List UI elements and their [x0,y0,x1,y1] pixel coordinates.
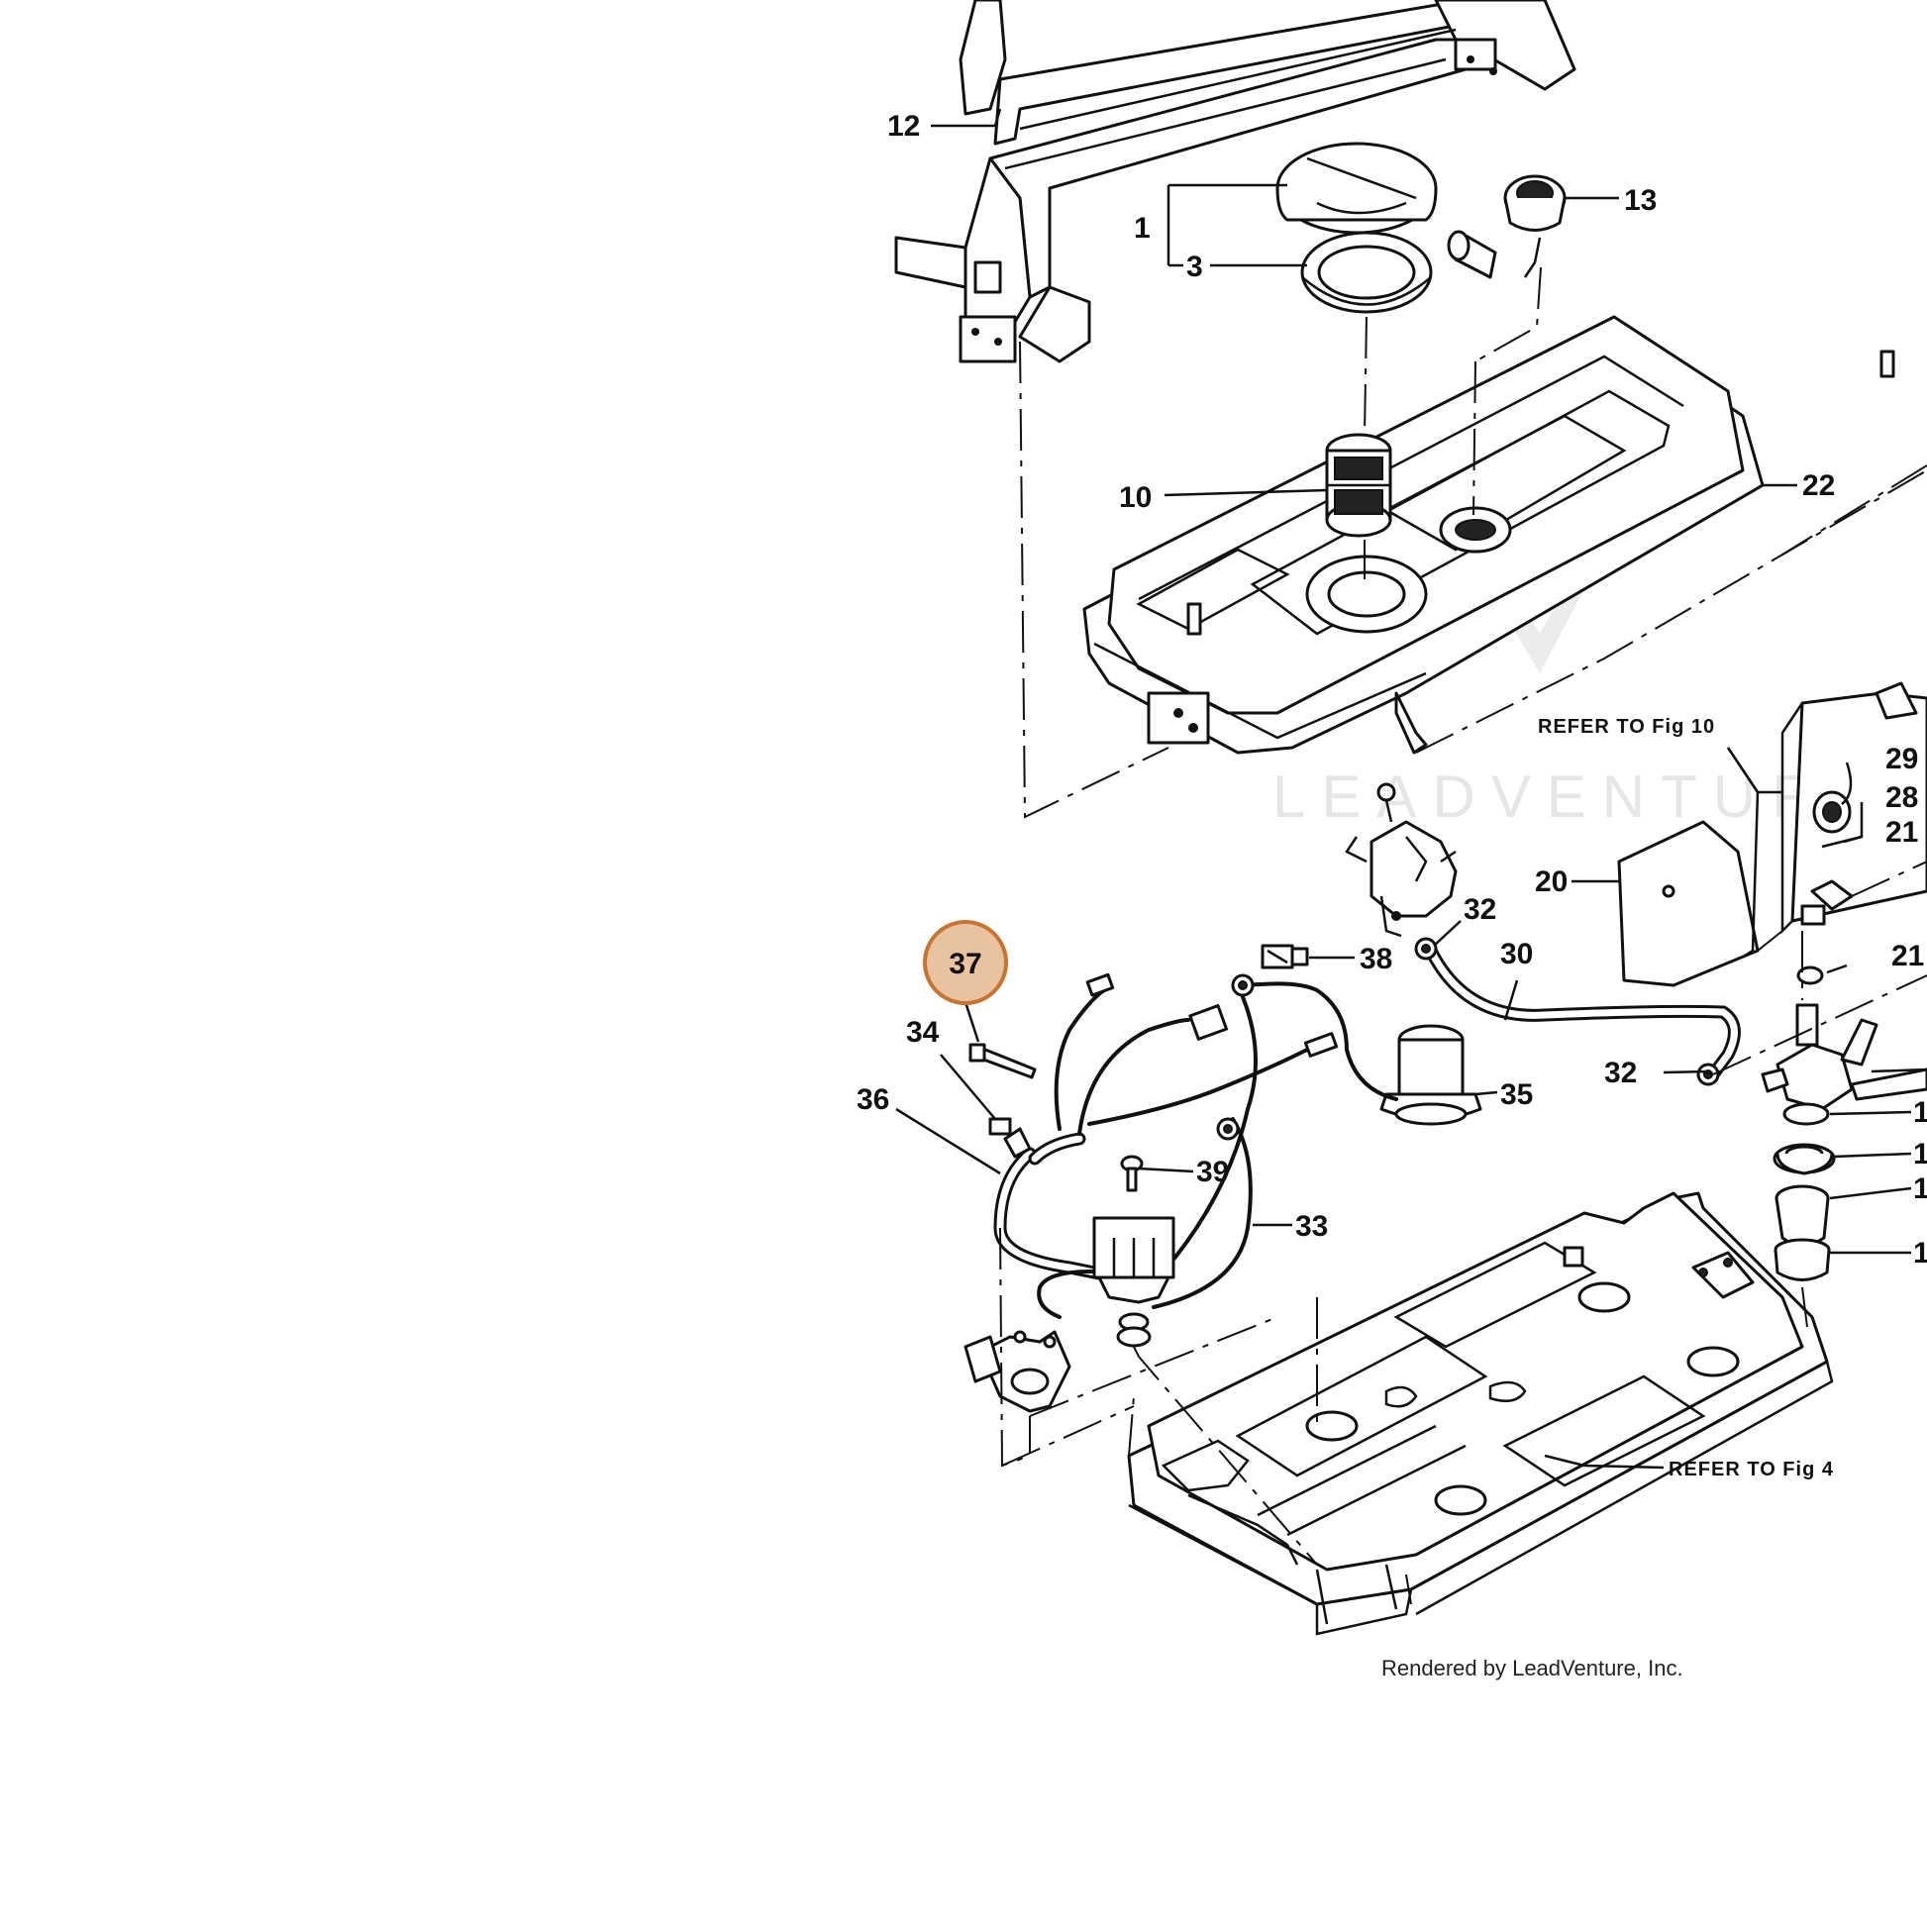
callout-1b[interactable]: 1 [1913,1138,1927,1170]
bolt-part-39[interactable] [1120,1155,1144,1192]
callout-39[interactable]: 39 [1196,1156,1229,1188]
callout-21-upper[interactable]: 21 [1885,816,1918,849]
gasket-plate-part-20[interactable] [1617,820,1760,987]
callout-30[interactable]: 30 [1500,938,1533,970]
callout-12[interactable]: 12 [887,110,920,143]
mount-bracket-part[interactable] [964,1330,1071,1413]
assembly-lines [999,266,1927,1605]
callout-22[interactable]: 22 [1802,469,1835,502]
fuel-valve-part[interactable] [1761,966,1927,1111]
callout-1[interactable]: 1 [1134,212,1151,245]
clip-part-34[interactable] [988,1117,1012,1136]
callout-21-lower[interactable]: 21 [1891,940,1924,972]
callout-37[interactable]: 37 [949,948,981,980]
solenoid-part-35[interactable] [1379,1024,1482,1126]
frame-part-12[interactable] [894,0,1576,363]
nut-washer-part[interactable] [1116,1312,1152,1348]
callout-1a[interactable]: 1 [1913,1096,1927,1129]
callout-32-upper[interactable]: 32 [1464,893,1496,926]
watermark-text: LEADVENTURE [1272,763,1885,830]
callout-29[interactable]: 29 [1885,743,1918,775]
relay-box-part[interactable] [1092,1216,1175,1304]
callout-32-lower[interactable]: 32 [1604,1057,1637,1089]
wiring-harness-part-36[interactable] [993,972,1398,1319]
callout-33[interactable]: 33 [1295,1210,1328,1243]
callout-35[interactable]: 35 [1500,1078,1533,1111]
highlight-circle[interactable] [923,920,1008,1005]
base-pan-part[interactable] [1127,1191,1834,1636]
callout-34[interactable]: 34 [906,1016,940,1049]
refer-fig-4[interactable]: REFER TO Fig 4 [1669,1459,1834,1480]
callout-37-highlight[interactable]: 37 [923,920,1008,1005]
bolt-part-38[interactable] [1261,944,1309,969]
callout-38[interactable]: 38 [1360,943,1392,975]
fuel-cap-part-1[interactable] [1275,142,1438,235]
fuel-tank-part-22[interactable] [1082,315,1895,755]
carburetor-part[interactable] [1345,782,1458,938]
fuel-gauge-part-13[interactable] [1447,174,1567,279]
sediment-bowl-stack[interactable] [1773,1102,1836,1281]
callout-28[interactable]: 28 [1885,781,1918,814]
reference-notes: REFER TO Fig 10 REFER TO Fig 4 [1538,716,1834,1480]
callout-13[interactable]: 13 [1624,184,1657,217]
callout-labels: 12 1 3 13 10 22 29 28 21 20 32 30 21 38 … [857,110,1927,1270]
render-credit: Rendered by LeadVenture, Inc. [1381,1656,1683,1680]
hose-clamp-part-32-upper[interactable] [1414,937,1438,961]
callout-20[interactable]: 20 [1535,865,1568,898]
gasket-part-3[interactable] [1300,231,1433,314]
fuel-pump-bracket-part[interactable] [1780,681,1927,935]
callout-3[interactable]: 3 [1186,251,1203,283]
callout-1c[interactable]: 1 [1913,1172,1927,1205]
filter-screen-part-10[interactable] [1325,433,1392,538]
callout-1d[interactable]: 1 [1913,1237,1927,1270]
leader-lines [895,108,1927,1470]
callout-10[interactable]: 10 [1119,481,1152,514]
fuel-hose-part-30[interactable] [1424,944,1741,1081]
callout-36[interactable]: 36 [857,1083,889,1116]
refer-fig-10[interactable]: REFER TO Fig 10 [1538,716,1715,738]
pin-part-37[interactable] [968,1043,1037,1079]
